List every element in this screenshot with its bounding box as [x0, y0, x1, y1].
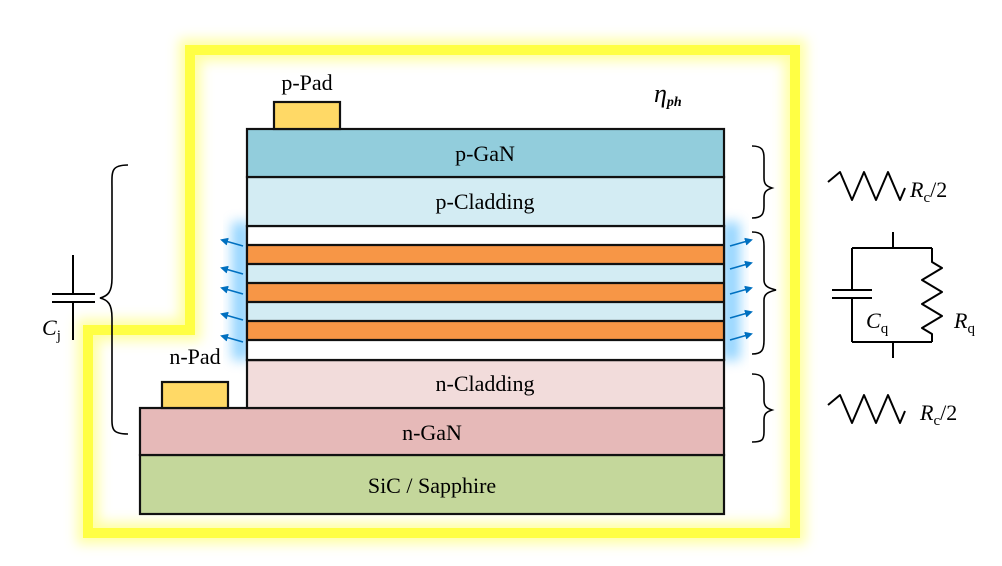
cj-label: Cj: [42, 315, 61, 344]
emission-arrows: [220, 237, 753, 343]
emission-arrow: [220, 311, 244, 321]
qw-barrier: [247, 302, 724, 321]
p-pad: [272, 100, 342, 131]
layer-stack: [138, 100, 726, 516]
substrate-label: SiC / Sapphire: [368, 473, 496, 498]
p-gan-layer: [245, 127, 726, 179]
emission-arrow: [220, 237, 244, 247]
qw-well: [247, 283, 724, 302]
substrate-layer: [138, 453, 726, 516]
cq-label: Cq: [866, 308, 889, 337]
resistor-rc-top-icon: [827, 171, 906, 201]
rc-top-label: Rc/2: [909, 177, 947, 206]
qw-barrier: [247, 226, 724, 245]
p-cladding-layer: [245, 175, 726, 228]
rq-label: Rq: [953, 308, 975, 337]
emission-arrow: [220, 265, 244, 275]
eta-ph-label: ηph: [654, 79, 682, 110]
emission-arrow: [729, 260, 753, 270]
emission-glow: [232, 222, 740, 360]
glow-wire-loop: [77, 39, 806, 544]
emission-arrow: [729, 309, 753, 319]
p-gan-label: p-GaN: [455, 141, 515, 166]
p-pad-label: p-Pad: [281, 70, 332, 95]
cq-rq-network-icon: [832, 232, 943, 358]
left-brace: [99, 164, 129, 435]
quantum-well-region: [245, 224, 726, 362]
emission-arrow: [220, 333, 244, 343]
p-cladding-label: p-Cladding: [436, 189, 535, 214]
qw-barrier: [247, 264, 724, 283]
qw-well: [247, 245, 724, 264]
emission-arrow: [729, 237, 753, 247]
right-brace-bottom: [751, 373, 775, 443]
n-cladding-label: n-Cladding: [436, 371, 535, 396]
capacitor-cj-icon: [52, 255, 95, 340]
right-brace-middle: [751, 231, 777, 355]
emission-arrow: [220, 285, 244, 295]
n-cladding-layer: [245, 358, 726, 410]
n-pad-label: n-Pad: [169, 344, 220, 369]
n-gan-label: n-GaN: [402, 420, 462, 445]
emission-arrow: [729, 331, 753, 341]
n-pad: [160, 380, 230, 410]
emission-arrow: [729, 285, 753, 295]
resistor-rc-bottom-icon: [827, 394, 906, 424]
qw-barrier: [247, 340, 724, 360]
rc-bottom-label: Rc/2: [919, 400, 957, 429]
qw-well: [247, 321, 724, 340]
right-brace-top: [751, 145, 775, 219]
